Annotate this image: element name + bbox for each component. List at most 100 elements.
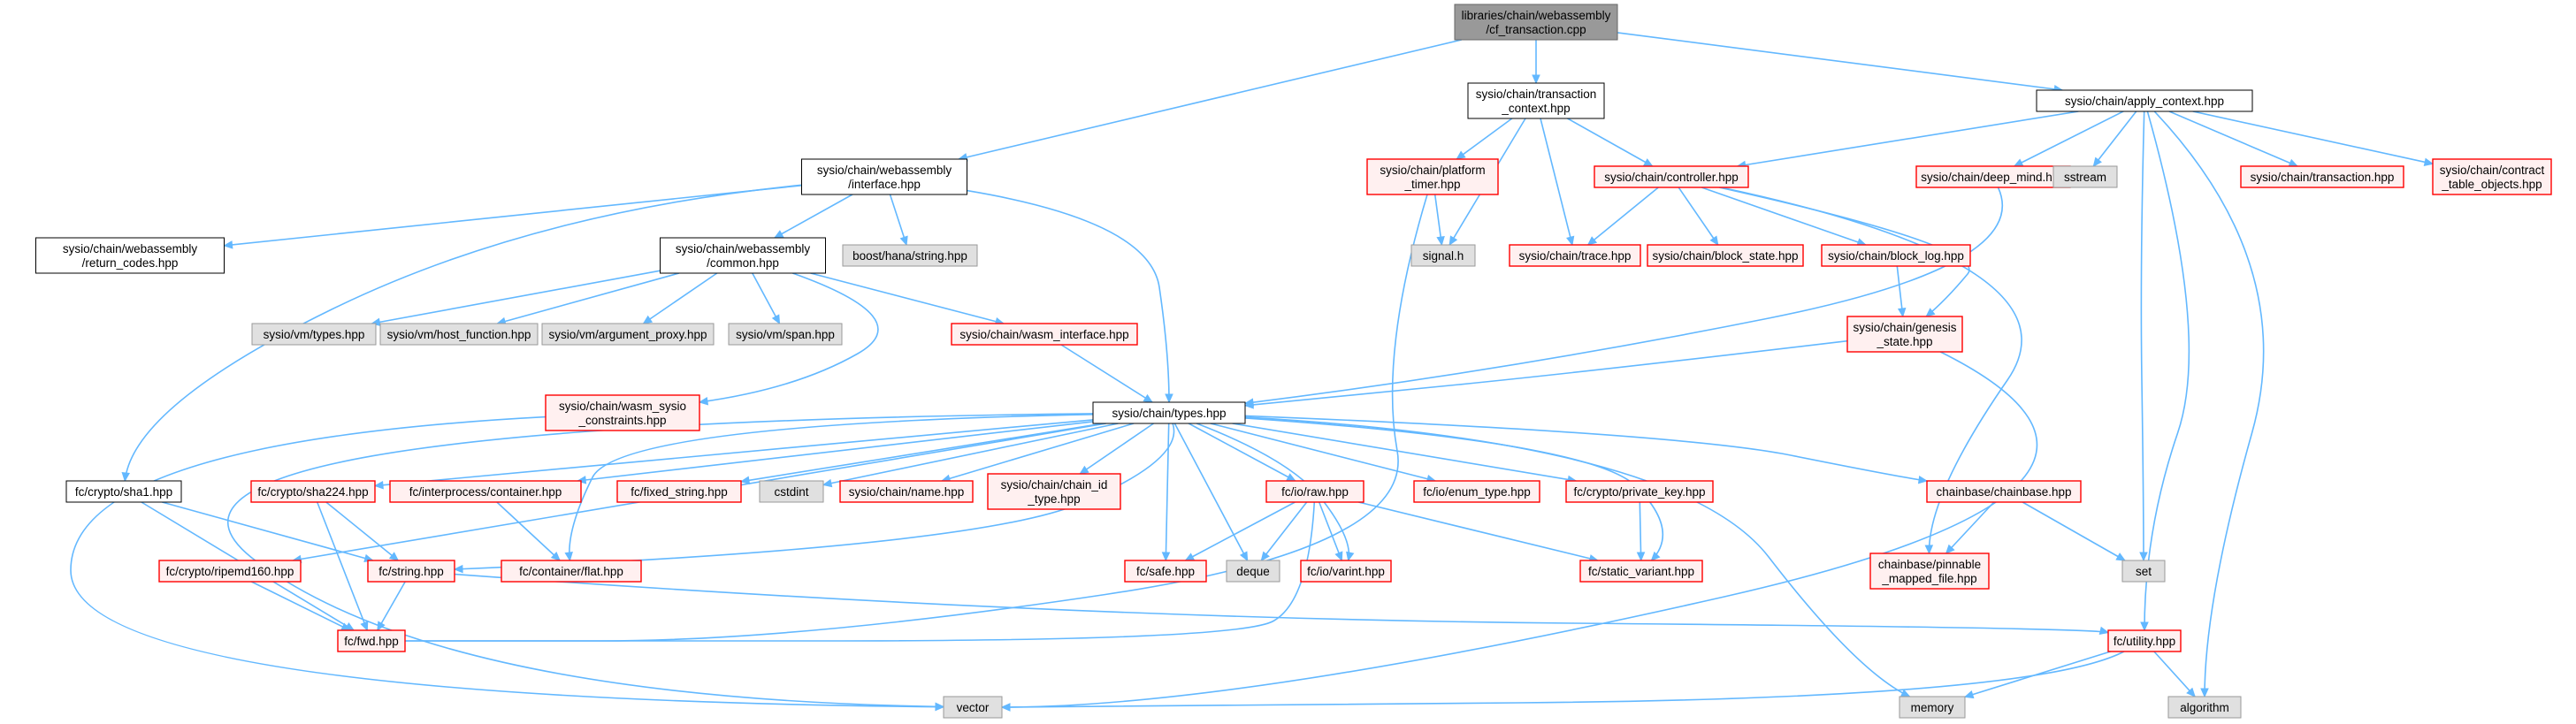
node-box[interactable]: [842, 244, 978, 267]
node-cstdint[interactable]: cstdint: [759, 480, 824, 503]
node-box[interactable]: [1124, 560, 1207, 583]
node-box[interactable]: [1509, 244, 1641, 267]
node-fixedstr[interactable]: fc/fixed_string.hpp: [616, 480, 742, 503]
node-variant[interactable]: fc/io/varint.hpp: [1300, 560, 1392, 583]
node-platform[interactable]: sysio/chain/platform_timer.hpp: [1366, 158, 1499, 195]
node-box[interactable]: [1226, 560, 1280, 583]
node-box[interactable]: [389, 480, 582, 503]
node-box[interactable]: [839, 480, 974, 503]
node-box[interactable]: [728, 323, 843, 346]
node-box[interactable]: [1413, 480, 1540, 503]
node-wasmiface[interactable]: sysio/chain/wasm_interface.hpp: [951, 323, 1138, 346]
node-box[interactable]: [1410, 244, 1476, 267]
node-span[interactable]: sysio/vm/span.hpp: [728, 323, 843, 346]
node-retcodes[interactable]: sysio/chain/webassembly/return_codes.hpp: [35, 237, 225, 274]
node-box[interactable]: [1869, 553, 1990, 590]
node-flat[interactable]: fc/container/flat.hpp: [501, 560, 642, 583]
node-sha224[interactable]: fc/crypto/sha224.hpp: [250, 480, 376, 503]
node-vmtypes[interactable]: sysio/vm/types.hpp: [251, 323, 377, 346]
node-box[interactable]: [943, 696, 1003, 719]
node-blockstate[interactable]: sysio/chain/block_state.hpp: [1647, 244, 1804, 267]
node-box[interactable]: [545, 394, 700, 431]
node-signal[interactable]: signal.h: [1410, 244, 1476, 267]
node-box[interactable]: [1454, 4, 1618, 41]
node-box[interactable]: [2107, 629, 2182, 652]
node-box[interactable]: [660, 237, 826, 274]
node-string[interactable]: fc/string.hpp: [367, 560, 455, 583]
node-box[interactable]: [1467, 82, 1605, 119]
node-pinnable[interactable]: chainbase/pinnable_mapped_file.hpp: [1869, 553, 1990, 590]
node-deepmind[interactable]: sysio/chain/deep_mind.hpp: [1915, 165, 2071, 188]
node-box[interactable]: [1092, 401, 1246, 424]
node-box[interactable]: [1915, 165, 2071, 188]
node-box[interactable]: [501, 560, 642, 583]
node-fwd[interactable]: fc/fwd.hpp: [337, 629, 406, 652]
node-box[interactable]: [1926, 480, 2082, 503]
node-deque[interactable]: deque: [1226, 560, 1280, 583]
node-box[interactable]: [2167, 696, 2242, 719]
node-memory[interactable]: memory: [1899, 696, 1966, 719]
node-box[interactable]: [616, 480, 742, 503]
node-box[interactable]: [759, 480, 824, 503]
node-argproxy[interactable]: sysio/vm/argument_proxy.hpp: [541, 323, 715, 346]
node-sstream[interactable]: sstream: [2052, 165, 2118, 188]
node-container[interactable]: fc/interprocess/container.hpp: [389, 480, 582, 503]
node-box[interactable]: [35, 237, 225, 274]
node-box[interactable]: [367, 560, 455, 583]
node-box[interactable]: [337, 629, 406, 652]
node-controller[interactable]: sysio/chain/controller.hpp: [1594, 165, 1749, 188]
node-txctx[interactable]: sysio/chain/transaction_context.hpp: [1467, 82, 1605, 119]
node-ripemd[interactable]: fc/crypto/ripemd160.hpp: [158, 560, 302, 583]
node-box[interactable]: [987, 473, 1121, 510]
node-root[interactable]: libraries/chain/webassembly/cf_transacti…: [1454, 4, 1618, 41]
node-box[interactable]: [2036, 89, 2253, 112]
node-chainbase[interactable]: chainbase/chainbase.hpp: [1926, 480, 2082, 503]
node-box[interactable]: [379, 323, 539, 346]
node-name[interactable]: sysio/chain/name.hpp: [839, 480, 974, 503]
node-box[interactable]: [2432, 158, 2552, 195]
node-box[interactable]: [1300, 560, 1392, 583]
node-genesis[interactable]: sysio/chain/genesis_state.hpp: [1846, 316, 1963, 353]
node-box[interactable]: [1846, 316, 1963, 353]
node-iface[interactable]: sysio/chain/webassembly/interface.hpp: [801, 158, 967, 195]
node-box[interactable]: [1594, 165, 1749, 188]
node-box[interactable]: [1821, 244, 1971, 267]
node-wasmsysio[interactable]: sysio/chain/wasm_sysio_constraints.hpp: [545, 394, 700, 431]
node-hana[interactable]: boost/hana/string.hpp: [842, 244, 978, 267]
node-box[interactable]: [158, 560, 302, 583]
node-box[interactable]: [250, 480, 376, 503]
node-privkey[interactable]: fc/crypto/private_key.hpp: [1565, 480, 1714, 503]
node-hostfn[interactable]: sysio/vm/host_function.hpp: [379, 323, 539, 346]
node-box[interactable]: [1579, 560, 1703, 583]
node-enumtype[interactable]: fc/io/enum_type.hpp: [1413, 480, 1540, 503]
node-vector[interactable]: vector: [943, 696, 1003, 719]
node-box[interactable]: [2052, 165, 2118, 188]
node-chainid[interactable]: sysio/chain/chain_id_type.hpp: [987, 473, 1121, 510]
node-set[interactable]: set: [2121, 560, 2166, 583]
node-trace[interactable]: sysio/chain/trace.hpp: [1509, 244, 1641, 267]
node-box[interactable]: [801, 158, 967, 195]
node-box[interactable]: [1265, 480, 1364, 503]
node-types[interactable]: sysio/chain/types.hpp: [1092, 401, 1246, 424]
node-sha1[interactable]: fc/crypto/sha1.hpp: [65, 480, 182, 503]
node-staticvar[interactable]: fc/static_variant.hpp: [1579, 560, 1703, 583]
node-safe[interactable]: fc/safe.hpp: [1124, 560, 1207, 583]
node-algorithm[interactable]: algorithm: [2167, 696, 2242, 719]
node-raw[interactable]: fc/io/raw.hpp: [1265, 480, 1364, 503]
node-applyctx[interactable]: sysio/chain/apply_context.hpp: [2036, 89, 2253, 112]
node-box[interactable]: [2240, 165, 2404, 188]
node-box[interactable]: [1366, 158, 1499, 195]
node-transaction[interactable]: sysio/chain/transaction.hpp: [2240, 165, 2404, 188]
node-box[interactable]: [1647, 244, 1804, 267]
node-utility[interactable]: fc/utility.hpp: [2107, 629, 2182, 652]
node-box[interactable]: [951, 323, 1138, 346]
node-box[interactable]: [251, 323, 377, 346]
node-box[interactable]: [65, 480, 182, 503]
node-box[interactable]: [2121, 560, 2166, 583]
node-blocklog[interactable]: sysio/chain/block_log.hpp: [1821, 244, 1971, 267]
node-contracttbl[interactable]: sysio/chain/contract_table_objects.hpp: [2432, 158, 2552, 195]
node-box[interactable]: [1899, 696, 1966, 719]
node-common[interactable]: sysio/chain/webassembly/common.hpp: [660, 237, 826, 274]
node-box[interactable]: [1565, 480, 1714, 503]
node-box[interactable]: [541, 323, 715, 346]
